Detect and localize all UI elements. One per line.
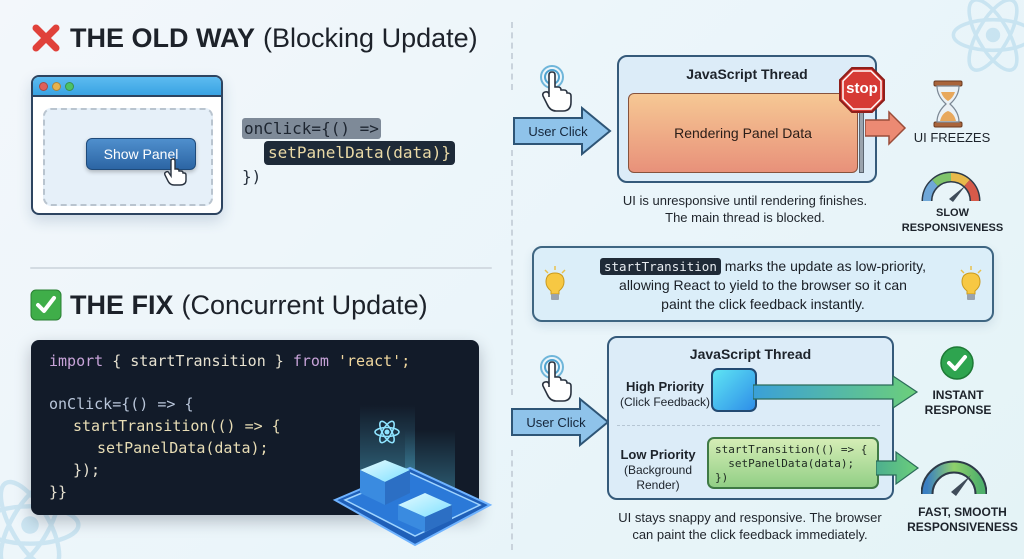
high-priority-arrow xyxy=(753,374,919,410)
code-line: onClick={() => xyxy=(242,118,381,139)
lightbulb-icon xyxy=(544,266,566,300)
ui-freezes-label: UI FREEZES xyxy=(913,130,991,145)
tap-hand-icon xyxy=(540,355,572,402)
window-close-dot xyxy=(39,81,48,91)
code-line: setPanelData(data); xyxy=(97,439,269,457)
high-priority-title: High Priority xyxy=(625,379,704,394)
caption-line: can paint the click feedback immediately… xyxy=(632,527,868,542)
vertical-divider xyxy=(511,150,513,395)
code-line: startTransition(() => { xyxy=(73,417,281,435)
label-line: RESPONSIVENESS xyxy=(901,222,1004,234)
code-line: }} xyxy=(49,483,68,501)
start-transition-info-box: startTransition marks the update as low-… xyxy=(532,246,994,322)
tap-hand-icon xyxy=(540,65,572,112)
concurrent-caption: UI stays snappy and responsive. The brow… xyxy=(605,509,895,543)
vertical-divider xyxy=(511,22,513,90)
low-priority-task-block: startTransition(() => { setPanelData(dat… xyxy=(707,437,879,489)
pointer-hand-icon xyxy=(163,158,187,186)
high-priority-label: High Priority (Click Feedback) xyxy=(613,379,717,410)
concurrent-thread-box: JavaScript Thread High Priority (Click F… xyxy=(607,336,894,500)
user-click-arrow: User Click xyxy=(510,397,610,447)
code-text: { startTransition } xyxy=(103,352,293,370)
window-titlebar xyxy=(33,77,221,97)
label-line: RESPONSIVENESS xyxy=(907,520,1018,534)
user-click-label: User Click xyxy=(526,414,586,430)
old-code-snippet: onClick={() => setPanelData(data)} }) xyxy=(242,117,456,189)
code-line: }); xyxy=(73,461,101,479)
info-line: marks the update as low-priority, xyxy=(720,258,927,274)
cross-mark-icon xyxy=(30,22,62,54)
fast-smooth-label: FAST, SMOOTH RESPONSIVENESS xyxy=(905,505,1020,535)
user-click-label: User Click xyxy=(528,123,588,139)
stop-sign-icon xyxy=(839,67,885,113)
high-priority-task-block xyxy=(711,368,757,412)
low-priority-arrow xyxy=(876,450,920,486)
label-line: SLOW xyxy=(936,207,969,219)
high-priority-subtitle: (Click Feedback) xyxy=(619,395,711,409)
user-click-arrow: User Click xyxy=(512,106,612,156)
low-priority-subtitle: Render) xyxy=(636,478,680,492)
code-line: import { startTransition } from 'react'; xyxy=(49,352,410,370)
code-text: setPanelData(data)} xyxy=(268,143,452,162)
lane-divider xyxy=(617,425,880,426)
lightbulb-icon xyxy=(960,266,982,300)
window-maximize-dot xyxy=(65,81,74,91)
react-logo-background-icon xyxy=(951,0,1024,72)
rendering-task-block: Rendering Panel Data xyxy=(628,93,858,173)
panel-placeholder: Show Panel xyxy=(43,108,213,206)
code-line: }) xyxy=(242,167,262,186)
blocking-thread-box: JavaScript Thread Rendering Panel Data xyxy=(617,55,877,183)
check-mark-icon xyxy=(30,289,62,321)
low-priority-subtitle: (Background xyxy=(623,463,693,477)
low-priority-label: Low Priority (Background Render) xyxy=(613,447,703,493)
thread-title: JavaScript Thread xyxy=(686,66,808,82)
window-minimize-dot xyxy=(52,81,61,91)
thread-title: JavaScript Thread xyxy=(689,346,812,362)
blocked-output-arrow xyxy=(865,110,907,146)
slow-gauge-icon xyxy=(921,171,981,202)
fix-subtitle: (Concurrent Update) xyxy=(181,289,428,320)
stop-sign-label: stop xyxy=(846,80,878,97)
info-line: paint the click feedback instantly. xyxy=(661,296,865,312)
stop-sign-pole xyxy=(859,105,864,173)
label-line: INSTANT xyxy=(932,388,984,402)
blocking-caption: UI is unresponsive until rendering finis… xyxy=(595,192,895,226)
react-isometric-illustration xyxy=(332,405,493,547)
section-divider xyxy=(30,267,492,269)
fix-title: THE FIX xyxy=(70,289,174,320)
show-panel-button[interactable]: Show Panel xyxy=(86,138,196,170)
low-priority-title: Low Priority xyxy=(620,447,696,462)
browser-window-mock: Show Panel xyxy=(31,75,223,215)
old-way-subtitle: (Blocking Update) xyxy=(263,22,478,53)
code-keyword: from xyxy=(292,352,329,370)
info-text: startTransition marks the update as low-… xyxy=(574,257,952,314)
code-line: setPanelData(data)} xyxy=(264,141,456,165)
fix-heading: THE FIX (Concurrent Update) xyxy=(30,289,428,321)
code-keyword: import xyxy=(49,352,104,370)
fast-gauge-icon xyxy=(921,460,987,496)
old-way-title: THE OLD WAY xyxy=(70,22,256,53)
vertical-divider xyxy=(511,450,513,550)
success-check-icon xyxy=(940,346,974,380)
info-line: allowing React to yield to the browser s… xyxy=(619,277,907,293)
start-transition-code: startTransition xyxy=(599,258,721,275)
instant-response-label: INSTANT RESPONSE xyxy=(910,388,1006,418)
old-way-heading: THE OLD WAY (Blocking Update) xyxy=(30,22,478,54)
code-line: onClick={() => { xyxy=(49,395,194,413)
caption-line: The main thread is blocked. xyxy=(665,210,825,225)
caption-line: UI stays snappy and responsive. The brow… xyxy=(618,510,882,525)
label-line: RESPONSE xyxy=(924,403,992,417)
slow-responsiveness-label: SLOW RESPONSIVENESS xyxy=(895,206,1010,236)
caption-line: UI is unresponsive until rendering finis… xyxy=(622,193,868,208)
hourglass-icon xyxy=(933,80,963,128)
code-string: 'react'; xyxy=(328,352,411,370)
label-line: FAST, SMOOTH xyxy=(918,505,1007,519)
